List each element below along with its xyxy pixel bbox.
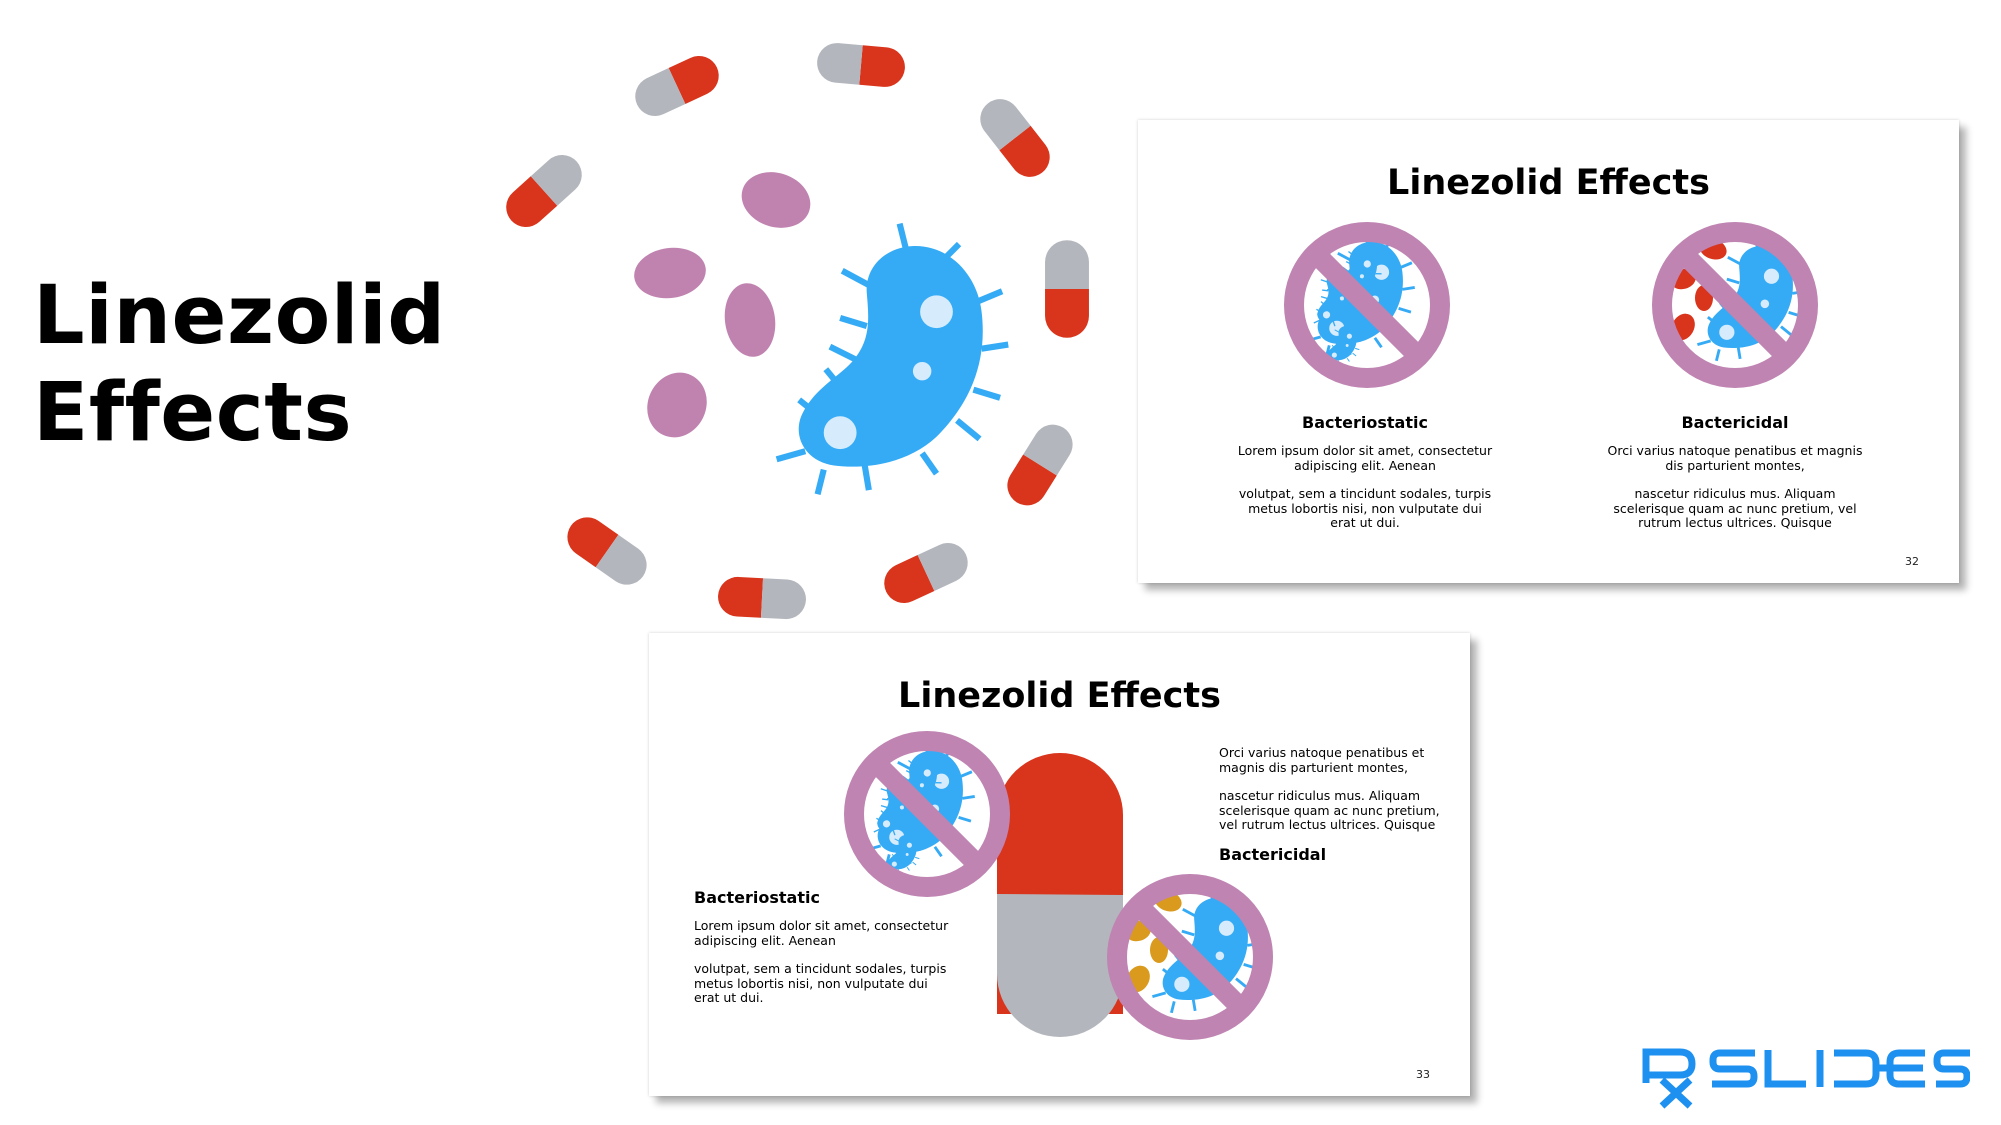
capsule-icon [999,417,1081,513]
title-line-1: Linezolid [33,269,446,363]
capsule-icon [628,49,726,123]
page-number: 33 [1416,1068,1430,1081]
bactericidal-column: Bactericidal Orci varius natoque penatib… [1605,413,1865,531]
bacteriostatic-heading: Bacteriostatic [694,888,820,907]
bactericidal-heading: Bactericidal [1681,413,1789,432]
bacterium-icon [777,224,1009,495]
slide-thumbnail-33[interactable]: Linezolid Effects Bacteriostatic Lorem i… [649,633,1470,1096]
body-text: Orci varius natoque penatibus et magnis … [1607,443,1863,473]
no-bacteria-yellow-cells-icon [1107,874,1273,1040]
capsule-icon [815,41,907,89]
body-text: nascetur ridiculus mus. Aliquam sceleris… [1219,788,1440,832]
slide-thumbnail-32[interactable]: Linezolid Effects Bacteriostatic Lorem i… [1138,120,1959,583]
capsule-icon [972,91,1058,185]
body-text: Lorem ipsum dolor sit amet, consectetur … [694,918,949,948]
capsule-icon [1045,240,1089,338]
bacteriostatic-section: Bacteriostatic Lorem ipsum dolor sit ame… [694,888,954,1006]
no-bacteria-icon [844,731,1010,897]
bacteriostatic-heading: Bacteriostatic [1302,413,1428,432]
bactericidal-section: Orci varius natoque penatibus et magnis … [1219,745,1459,865]
body-text: volutpat, sem a tincidunt sodales, turpi… [694,961,947,1005]
slide-title: Linezolid Effects [898,676,1221,716]
capsule-icon [559,509,655,593]
body-text: Lorem ipsum dolor sit amet, consectetur … [1237,443,1493,473]
slide-title: Linezolid Effects [1387,163,1710,203]
title-line-2: Effects [33,366,353,460]
page-number: 32 [1905,555,1919,568]
purple-cells [634,172,811,438]
main-title: Linezolid Effects [33,268,446,462]
capsule-icon [997,753,1123,1037]
no-bacteria-red-cells-icon [1652,222,1818,388]
body-text: volutpat, sem a tincidunt sodales, turpi… [1238,486,1492,530]
bacteriostatic-column: Bacteriostatic Lorem ipsum dolor sit ame… [1235,413,1495,531]
capsule-icon [877,536,975,610]
body-text: Orci varius natoque penatibus et magnis … [1219,745,1425,775]
bactericidal-heading: Bactericidal [1219,844,1327,864]
capsule-icon [717,575,807,621]
body-text: nascetur ridiculus mus. Aliquam sceleris… [1613,486,1857,530]
bacteria-capsules-illustration [498,41,1089,621]
rx-slides-logo [1642,1048,1970,1109]
no-bacteria-icon [1284,222,1450,388]
capsule-icon [498,146,590,236]
